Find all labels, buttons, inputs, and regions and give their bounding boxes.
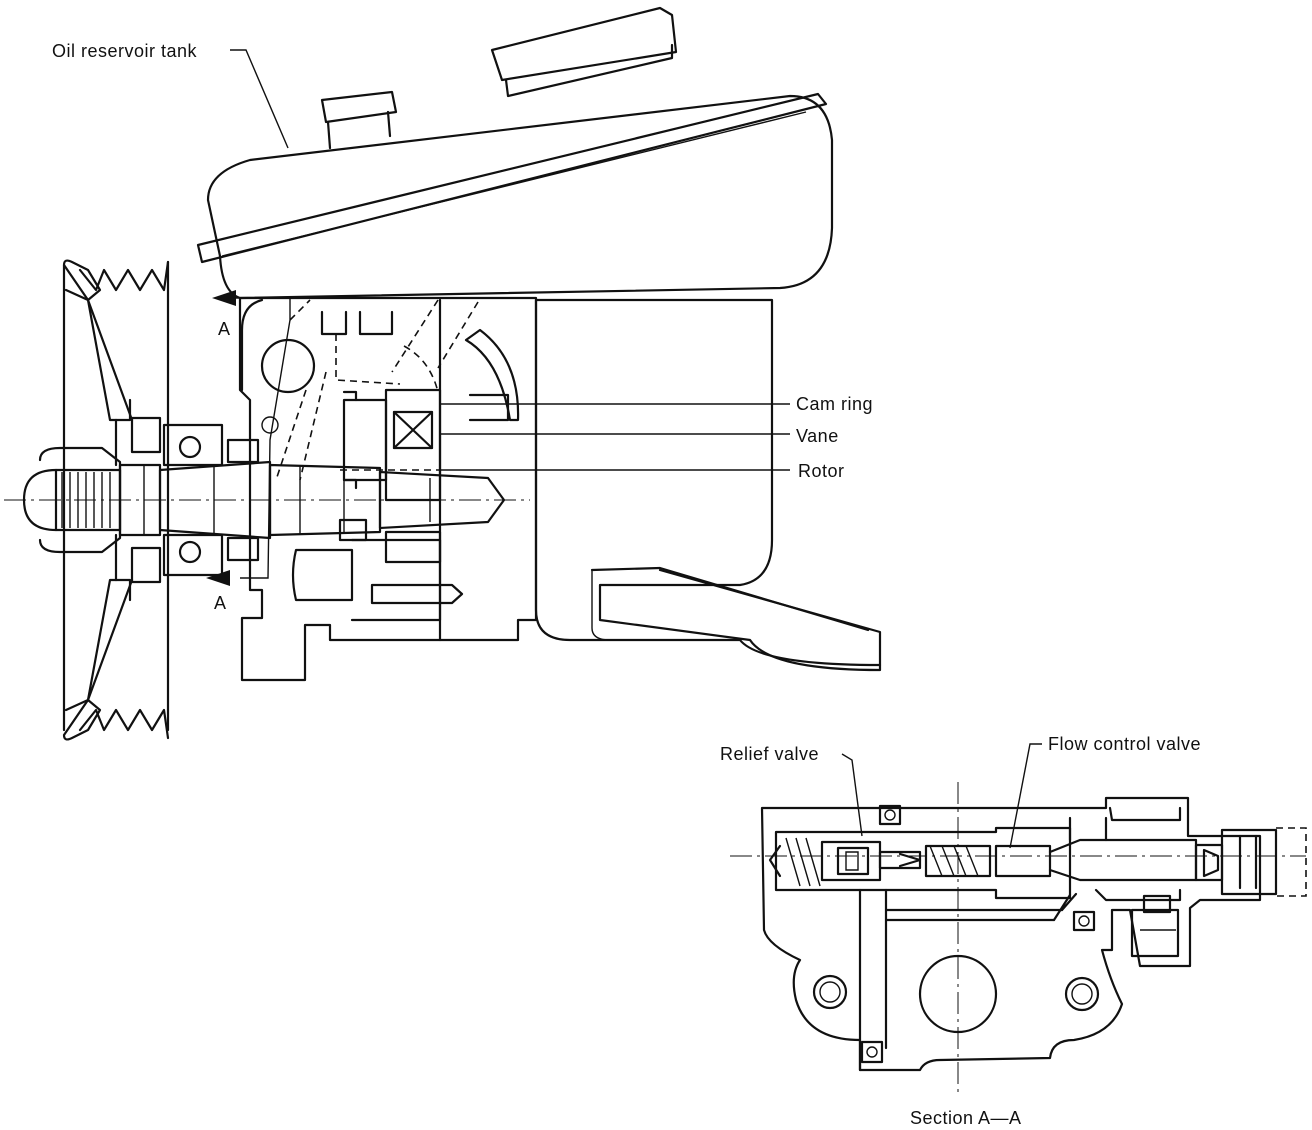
relief-valve-label: Relief valve — [720, 744, 819, 764]
oil-reservoir-tank-label: Oil reservoir tank — [52, 41, 198, 61]
leader-lines — [230, 49, 1042, 849]
flow-control-valve-label: Flow control valve — [1048, 734, 1201, 754]
section-marker-bottom-label: A — [214, 593, 227, 613]
pulley — [62, 259, 170, 741]
section-marker-top-label: A — [218, 319, 231, 339]
bearings — [114, 398, 260, 602]
cam-ring-assembly — [342, 388, 442, 502]
rotor-label: Rotor — [798, 461, 845, 481]
cam-ring-label: Cam ring — [796, 394, 873, 414]
vane-label: Vane — [796, 426, 839, 446]
section-a-a-view — [730, 782, 1307, 1095]
section-title-label: Section A—A — [910, 1108, 1022, 1128]
drive-shaft — [4, 446, 530, 554]
oil-reservoir-tank — [196, 6, 834, 300]
section-cut-marker — [206, 290, 311, 586]
pump-housing — [238, 296, 882, 682]
